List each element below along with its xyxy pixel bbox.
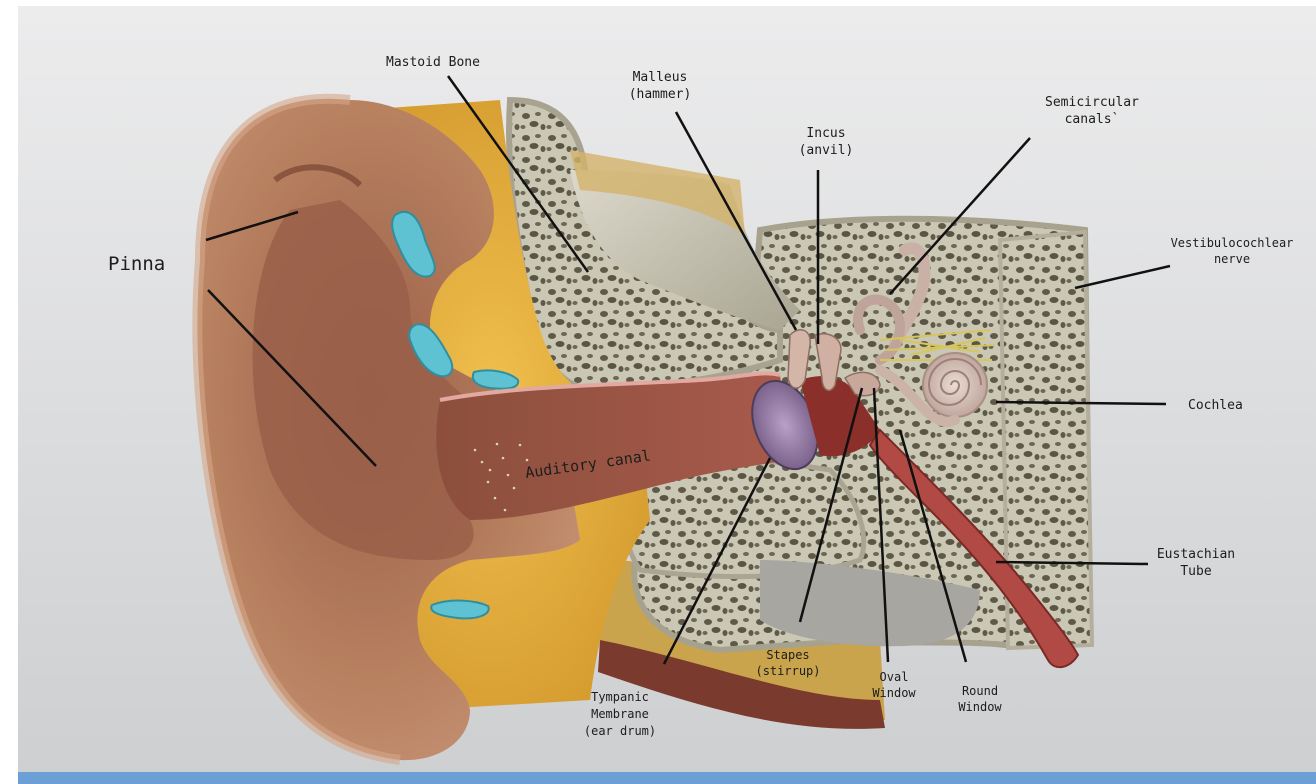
bottom-accent-bar — [18, 772, 1316, 784]
label-oval-window-2: Window — [872, 686, 916, 700]
label-stapes-1: Stapes — [766, 648, 809, 662]
label-vestibulocochlear-1: Vestibulocochlear — [1171, 236, 1294, 250]
label-vestibulocochlear-2: nerve — [1214, 252, 1250, 266]
label-tympanic-3: (ear drum) — [584, 724, 656, 738]
label-cochlea: Cochlea — [1188, 398, 1243, 413]
label-stapes-2: (stirrup) — [755, 664, 820, 678]
label-round-window-2: Window — [958, 700, 1002, 714]
label-mastoid-bone: Mastoid Bone — [386, 55, 480, 70]
label-tympanic-2: Membrane — [591, 707, 649, 721]
label-semicircular-1: Semicircular — [1045, 95, 1139, 110]
label-incus-2: (anvil) — [799, 143, 854, 158]
label-malleus-1: Malleus — [633, 70, 688, 85]
diagram-canvas: Pinna Mastoid Bone Malleus (hammer) Incu… — [18, 6, 1316, 772]
ear-anatomy-diagram: Pinna Mastoid Bone Malleus (hammer) Incu… — [18, 6, 1316, 772]
left-margin — [0, 0, 18, 784]
label-semicircular-2: canals` — [1065, 112, 1120, 127]
label-tympanic-1: Tympanic — [591, 690, 649, 704]
label-eustachian-2: Tube — [1180, 564, 1211, 579]
label-pinna: Pinna — [108, 253, 165, 275]
cochlea-shell — [923, 353, 987, 417]
label-malleus-2: (hammer) — [629, 87, 692, 102]
label-incus-1: Incus — [806, 126, 845, 141]
label-eustachian-1: Eustachian — [1157, 547, 1235, 562]
label-oval-window-1: Oval — [880, 670, 909, 684]
label-round-window-1: Round — [962, 684, 998, 698]
